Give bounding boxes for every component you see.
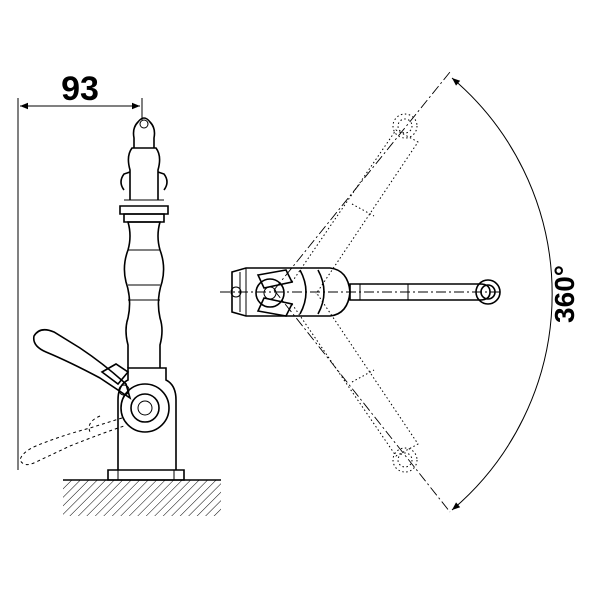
lever-handle: [32, 328, 132, 400]
cartridge-housing: [120, 383, 170, 433]
collar-ring: [119, 205, 169, 215]
centerline-upper: [273, 71, 451, 291]
faucet-column: [123, 221, 165, 368]
swivel-dimension-label: 360°: [549, 265, 580, 323]
finial: [132, 117, 156, 148]
spout-outlet: [475, 279, 501, 305]
plan-view: 360°: [220, 71, 580, 513]
reach-dimension: 93: [17, 70, 143, 470]
centerline-lower: [273, 289, 451, 513]
cartridge-plan: [255, 278, 285, 308]
spout-neck: [127, 147, 161, 200]
side-view: 93: [17, 70, 221, 516]
swivel-arc: [451, 77, 553, 511]
reach-dimension-label: 93: [61, 70, 99, 108]
spout-plan: [349, 283, 491, 301]
spout-alternate-lower: [291, 291, 419, 457]
countertop-section: [63, 480, 221, 516]
faucet-base: [107, 469, 185, 481]
lever-handle-alternate-position: [19, 417, 125, 466]
faucet-body: [117, 367, 177, 470]
spout-alternate-upper: [291, 129, 419, 295]
